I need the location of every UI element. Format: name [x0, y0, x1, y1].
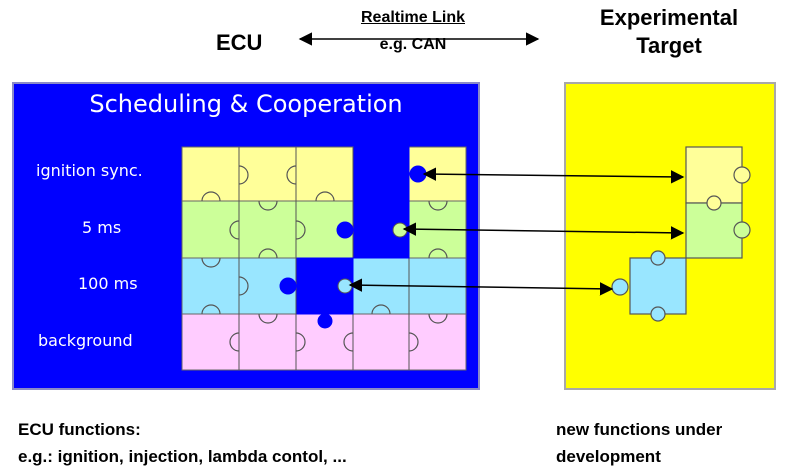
- target-piece-5ms: [685, 202, 743, 259]
- experimental-target-label-line1: Experimental: [599, 5, 739, 30]
- target-pieces: [611, 146, 751, 322]
- experimental-target-label-line2: Target: [636, 33, 702, 58]
- target-piece-100ms: [629, 257, 687, 315]
- arrow-100ms: [348, 278, 614, 296]
- ecu-functions-examples: e.g.: ignition, injection, lambda contol…: [18, 447, 347, 466]
- missing-piece-ignition: [353, 146, 410, 202]
- arrow-ignition-sync: [422, 167, 685, 184]
- new-functions-label-line1: new functions under: [556, 420, 723, 439]
- arrow-5ms: [402, 222, 685, 240]
- scheduling-title: Scheduling & Cooperation: [89, 90, 403, 118]
- row-label-100ms: 100 ms: [78, 274, 138, 293]
- new-functions-label-line2: development: [556, 447, 661, 466]
- realtime-link-label: Realtime Link: [360, 9, 466, 26]
- row-label-background: background: [38, 331, 133, 350]
- row-label-5ms: 5 ms: [82, 218, 122, 237]
- ecu-functions-title: ECU functions:: [18, 420, 141, 439]
- row-label-ignition-sync: ignition sync.: [36, 161, 143, 180]
- ecu-label: ECU: [216, 30, 263, 55]
- puzzle-grid: [181, 146, 467, 371]
